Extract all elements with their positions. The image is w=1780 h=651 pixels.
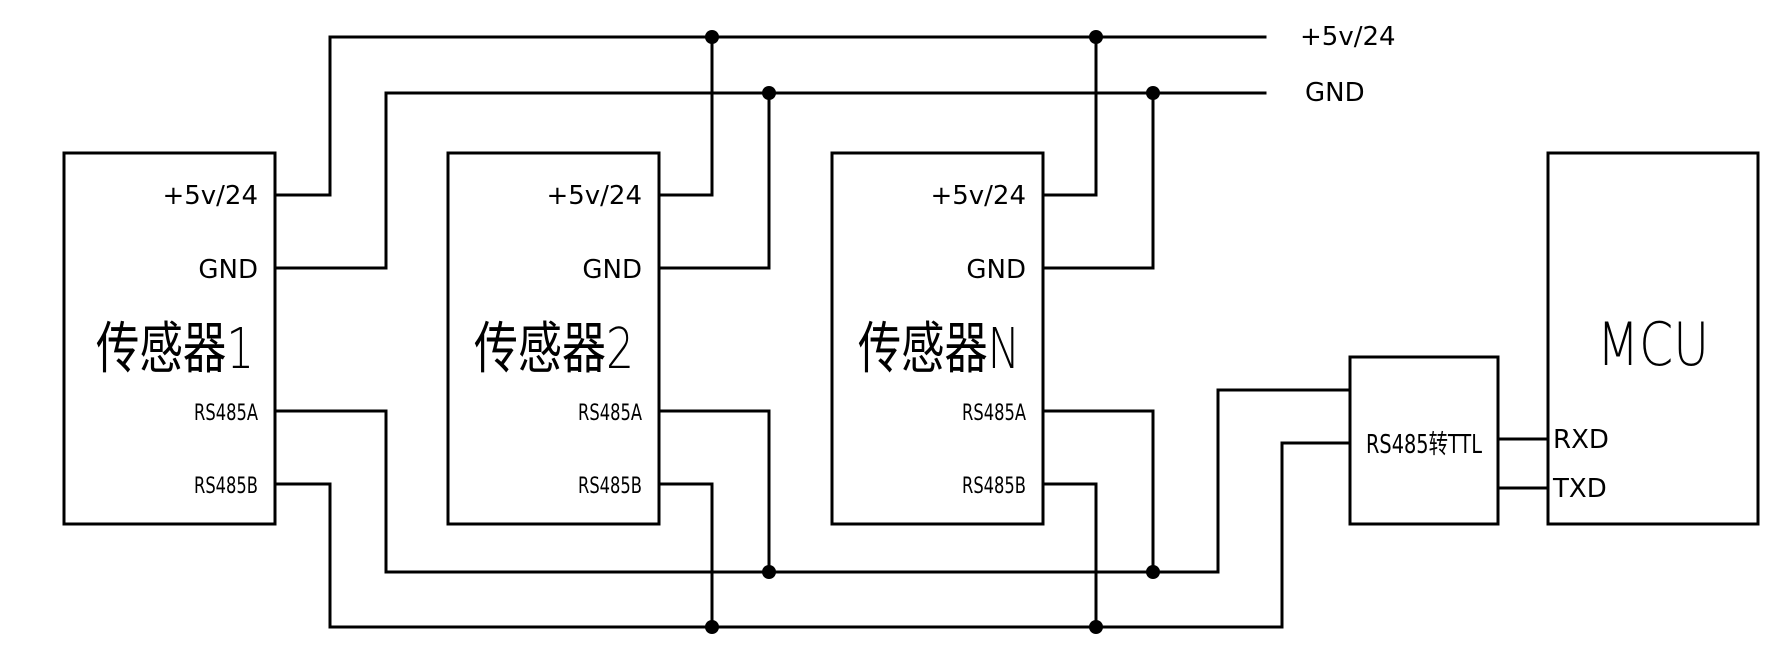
sensor-2-ground-tap bbox=[657, 91, 771, 270]
sensor-2-power-tap bbox=[657, 35, 714, 197]
converter-label: RS485转TTL bbox=[1366, 430, 1482, 460]
sensor-2-a-tap bbox=[657, 409, 771, 574]
sensor-n-ground-tap bbox=[1041, 91, 1155, 270]
junction-dot bbox=[705, 620, 719, 634]
junction-dot bbox=[1146, 86, 1160, 100]
sensor-n-rs485b-pin: RS485B bbox=[962, 474, 1026, 499]
power-rail bbox=[273, 35, 1267, 197]
junction-dot bbox=[762, 565, 776, 579]
ground-rail-label: GND bbox=[1305, 78, 1365, 108]
converter-block: RS485转TTL bbox=[1348, 355, 1500, 526]
sensor-n-title: 传感器N bbox=[858, 317, 1020, 382]
sensor-2-rs485b-pin: RS485B bbox=[578, 474, 642, 499]
sensor-n-power-tap bbox=[1041, 35, 1098, 197]
junction-dot bbox=[705, 30, 719, 44]
sensor-n-rs485a-pin: RS485A bbox=[962, 401, 1026, 426]
sensor-2-rs485a-pin: RS485A bbox=[578, 401, 642, 426]
sensor-2-title: 传感器2 bbox=[474, 317, 634, 382]
sensor-2-b-tap bbox=[657, 482, 714, 629]
ground-rail bbox=[273, 91, 1267, 270]
sensor-1-title: 传感器1 bbox=[96, 317, 254, 382]
sensor-1-block: +5v/24 GND 传感器1 RS485A RS485B bbox=[62, 151, 277, 526]
rs485a-bus bbox=[273, 388, 1352, 574]
power-rail-label: +5v/24 bbox=[1300, 22, 1396, 52]
sensor-2-block: +5v/24 GND 传感器2 RS485A RS485B bbox=[446, 151, 661, 526]
mcu-txd-pin: TXD bbox=[1552, 474, 1607, 504]
sensor-2-power-pin: +5v/24 bbox=[546, 181, 642, 211]
sensor-2-ground-pin: GND bbox=[582, 255, 642, 285]
mcu-block: MCU RXD TXD bbox=[1546, 151, 1760, 526]
sensor-1-power-pin: +5v/24 bbox=[162, 181, 258, 211]
sensor-n-power-pin: +5v/24 bbox=[930, 181, 1026, 211]
junction-dot bbox=[762, 86, 776, 100]
sensor-n-ground-pin: GND bbox=[966, 255, 1026, 285]
sensor-n-b-tap bbox=[1041, 482, 1098, 629]
sensor-n-a-tap bbox=[1041, 409, 1155, 574]
junction-dot bbox=[1089, 620, 1103, 634]
sensor-1-rs485a-pin: RS485A bbox=[194, 401, 258, 426]
junction-dot bbox=[1146, 565, 1160, 579]
mcu-title: MCU bbox=[1597, 310, 1709, 380]
mcu-rxd-pin: RXD bbox=[1553, 425, 1609, 455]
sensor-1-rs485b-pin: RS485B bbox=[194, 474, 258, 499]
junction-dot bbox=[1089, 30, 1103, 44]
sensor-n-block: +5v/24 GND 传感器N RS485A RS485B bbox=[830, 151, 1045, 526]
rs485b-bus bbox=[273, 441, 1352, 629]
sensor-1-ground-pin: GND bbox=[198, 255, 258, 285]
